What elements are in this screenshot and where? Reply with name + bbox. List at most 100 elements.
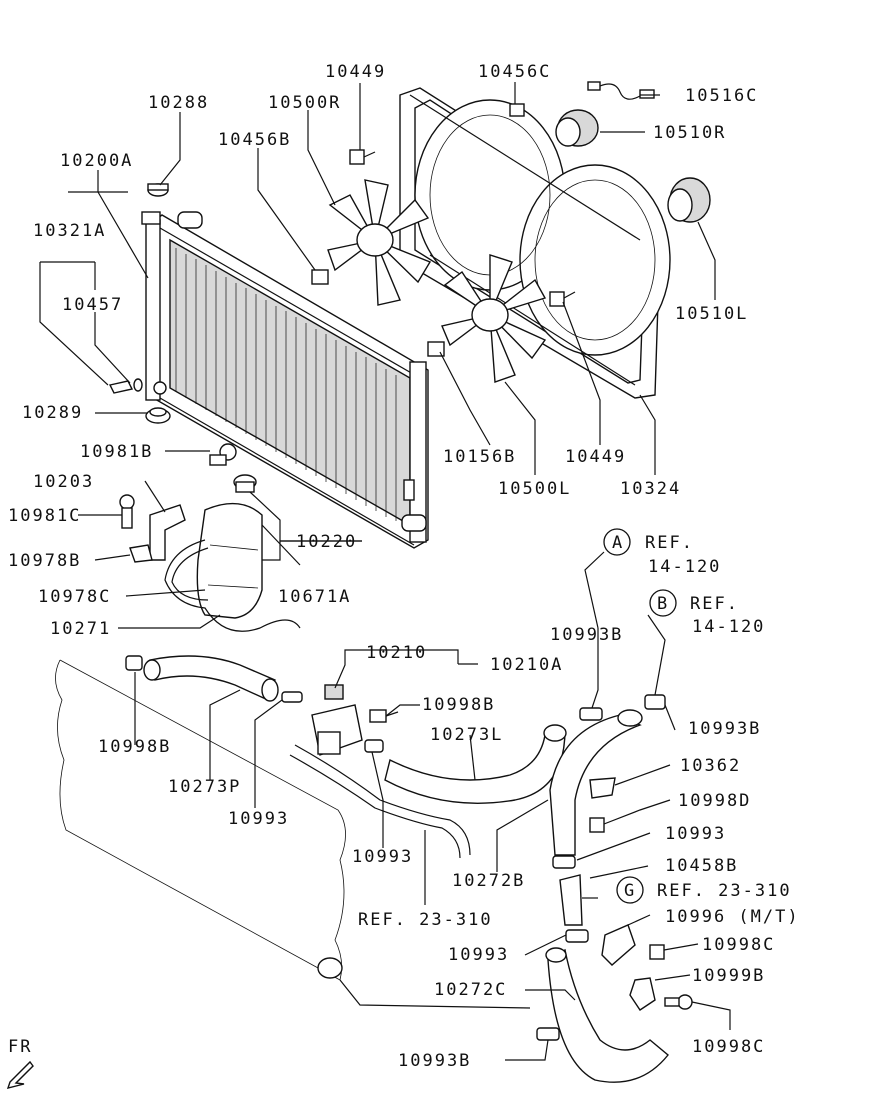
label-10500r: 10500R [268, 93, 341, 113]
radiator-cap-seal [147, 183, 169, 197]
thermostat-housing-10210 [311, 684, 363, 756]
shroud-clip [509, 103, 525, 117]
fr-label: FR [8, 1037, 32, 1057]
label-10321a: 10321A [33, 221, 106, 241]
label-10324: 10324 [620, 479, 681, 499]
label-10996: 10996 (M/T) [665, 907, 800, 927]
label-10510l: 10510L [675, 304, 748, 324]
label-10449-top: 10449 [325, 62, 386, 82]
label-10200a: 10200A [60, 151, 133, 171]
radiator-core [141, 211, 429, 549]
label-10998b-clamp: 10998B [98, 737, 171, 757]
label-10156b: 10156B [443, 447, 516, 467]
ref-b-line2: 14-120 [692, 617, 765, 637]
label-10510r: 10510R [653, 123, 726, 143]
label-10210a: 10210A [490, 655, 563, 675]
fan-nut-10456b [311, 269, 329, 285]
leader-lines [39, 82, 731, 1061]
label-10993-b: 10993 [352, 847, 413, 867]
ref-g: REF. 23-310 [657, 881, 792, 901]
label-10993-a: 10993 [228, 809, 289, 829]
upper-hose-10273p [143, 655, 279, 702]
pipe-10458b [559, 874, 598, 926]
clamp-10998b [125, 655, 143, 671]
label-10978b: 10978B [8, 551, 81, 571]
label-10220: 10220 [296, 532, 357, 552]
label-10993b-b: 10993B [688, 719, 761, 739]
label-10456b: 10456B [218, 130, 291, 150]
bolt-10981c [119, 494, 135, 529]
label-10516c: 10516C [685, 86, 758, 106]
ref-circle-b-text: B [657, 594, 669, 614]
label-10449-bottom: 10449 [565, 447, 626, 467]
label-10273p: 10273P [168, 777, 241, 797]
label-10456c: 10456C [478, 62, 551, 82]
bolt-10998c [664, 994, 693, 1010]
label-10993-d: 10993 [448, 945, 509, 965]
label-10998c-a: 10998C [702, 935, 775, 955]
fan-nut-10449a [349, 149, 376, 165]
lower-hose-10272c [545, 947, 669, 1083]
clamp-10993a [281, 691, 303, 703]
label-10993-c: 10993 [665, 824, 726, 844]
label-10273l: 10273L [430, 725, 503, 745]
clip-10978b [129, 544, 153, 563]
label-10203: 10203 [33, 472, 94, 492]
ref-circle-a-text: A [612, 533, 624, 553]
sensor-10998b [369, 709, 399, 723]
ref-circle-g: G [616, 876, 644, 904]
clip-10998d [589, 817, 605, 833]
label-10993b-c: 10993B [398, 1051, 471, 1071]
bracket-10362 [589, 777, 616, 799]
label-10998d: 10998D [678, 791, 751, 811]
label-10671a: 10671A [278, 587, 351, 607]
upper-hose-10273l [384, 724, 567, 804]
label-10272c: 10272C [434, 980, 507, 1000]
fan-motor-left [667, 177, 711, 223]
fan-connector [587, 81, 655, 100]
clamp-10993b [364, 739, 384, 753]
ref-b-line1: REF. [690, 594, 739, 614]
bolt-10981b [209, 443, 237, 466]
reserve-tank-bracket [149, 504, 186, 561]
clamp-10993b-left [579, 707, 603, 721]
label-10978c: 10978C [38, 587, 111, 607]
drain-plug [108, 378, 143, 394]
label-10458b: 10458B [665, 856, 738, 876]
label-10457: 10457 [62, 295, 123, 315]
label-ref-bottom-left: REF. 23-310 [358, 910, 493, 930]
ref-a-line2: 14-120 [648, 557, 721, 577]
label-10981c: 10981C [8, 506, 81, 526]
bracket-10999b [629, 977, 656, 1011]
ref-a-line1: REF. [645, 533, 694, 553]
clamp-10993d [565, 929, 589, 943]
fan-shroud [399, 87, 671, 399]
label-10500l: 10500L [498, 479, 571, 499]
label-10981b: 10981B [80, 442, 153, 462]
lower-hose-10272b [549, 709, 643, 856]
label-10289: 10289 [22, 403, 83, 423]
clamp-10993bc [536, 1027, 560, 1041]
clamp-10993c [552, 855, 576, 869]
hose-10996 [601, 924, 636, 966]
clip-10998c [649, 944, 665, 960]
label-10362: 10362 [680, 756, 741, 776]
clamp-10993b-right [644, 694, 666, 710]
overflow-hose-10271 [164, 539, 301, 632]
label-10210: 10210 [366, 643, 427, 663]
label-10272b: 10272B [452, 871, 525, 891]
label-10999b: 10999B [692, 966, 765, 986]
label-10271: 10271 [50, 619, 111, 639]
reserve-tank [196, 474, 263, 619]
drain-cap [145, 407, 171, 424]
fan-blade-right [327, 179, 432, 306]
ref-circle-g-text: G [624, 881, 636, 901]
label-10288: 10288 [148, 93, 209, 113]
front-arrow-icon [6, 1060, 34, 1089]
label-10993b-a: 10993B [550, 625, 623, 645]
fan-blade-left [441, 254, 547, 383]
fan-nut-10449b [549, 291, 576, 307]
ref-circle-b: B [649, 589, 677, 617]
